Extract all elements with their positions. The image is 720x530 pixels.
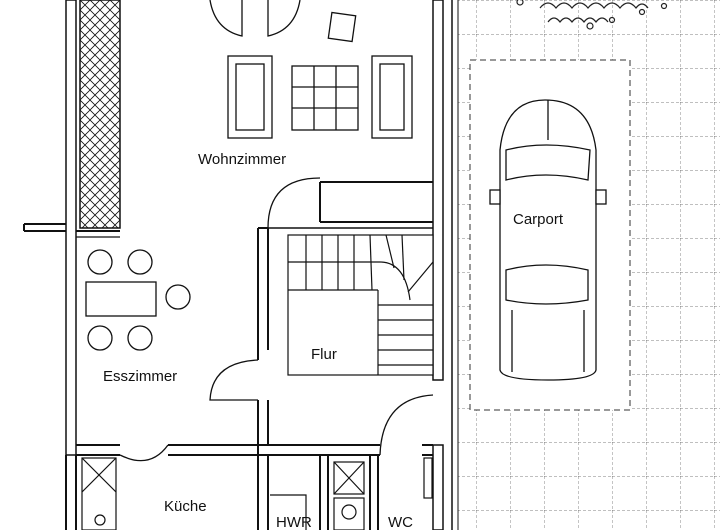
hwr-fixtures (270, 461, 365, 530)
car (489, 99, 607, 381)
room-label-wohnzimmer: Wohnzimmer (198, 151, 286, 168)
dining-furniture (85, 249, 191, 351)
room-labels: Wohnzimmer Carport Flur Esszimmer Küche … (103, 151, 564, 530)
garden-shrubs (516, 0, 668, 30)
staircase (287, 234, 434, 376)
living-room-furniture (227, 11, 413, 139)
room-label-carport: Carport (513, 211, 564, 228)
walls (23, 0, 459, 530)
wc-fixtures (423, 457, 433, 499)
room-label-kueche: Küche (164, 498, 207, 515)
kitchen-fixtures (81, 457, 117, 530)
room-label-esszimmer: Esszimmer (103, 368, 177, 385)
doors (119, 0, 434, 462)
room-label-wc: WC (388, 514, 413, 530)
room-label-hwr: HWR (276, 514, 312, 530)
room-label-flur: Flur (311, 346, 337, 363)
